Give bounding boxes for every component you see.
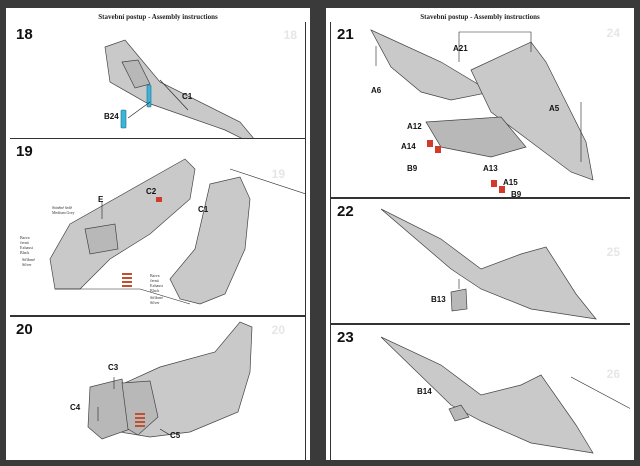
label-c3: C3 <box>108 363 119 372</box>
right-page: Stavební postup - Assembly instructions … <box>326 8 634 460</box>
paint-note: Stíněné šedé Medium Grey <box>52 205 75 215</box>
label-a15: A15 <box>503 178 518 187</box>
step-18-panel: 18 18 C1 B24 <box>10 22 306 140</box>
ghost-number: 18 <box>283 28 297 42</box>
label-c1: C1 <box>198 205 209 214</box>
ghost-number: 20 <box>271 323 285 337</box>
label-c1: C1 <box>182 92 193 101</box>
label-c5: C5 <box>170 431 181 440</box>
step-number: 19 <box>16 143 33 160</box>
page-header-left: Stavební postup - Assembly instructions <box>98 13 218 21</box>
label-b9: B9 <box>407 164 418 173</box>
fuselage-half-drawing <box>104 39 255 139</box>
paint-note: Stříbrné Silver <box>150 295 163 305</box>
paint-note: Barva černá Exhaust Black <box>150 273 163 293</box>
ghost-number: 24 <box>606 26 620 40</box>
label-c4: C4 <box>70 403 81 412</box>
label-a12: A12 <box>407 122 422 131</box>
step-number: 21 <box>337 26 354 43</box>
step-number: 23 <box>337 329 354 346</box>
label-b13: B13 <box>431 295 446 304</box>
step-23-panel: 23 26 B14 <box>330 324 630 460</box>
step-number: 22 <box>337 203 354 220</box>
step-20-panel: 20 20 C3 C4 C5 <box>10 316 306 460</box>
step-22-panel: 22 25 B13 <box>330 198 630 324</box>
label-b24: B24 <box>104 112 119 121</box>
step-19-panel: 19 19 C2 C1 E Stíněné šedé Medium Grey B… <box>10 138 306 316</box>
label-a21: A21 <box>453 44 468 53</box>
left-page: Stavební postup - Assembly instructions … <box>6 8 310 460</box>
label-b9: B9 <box>511 190 522 198</box>
ghost-number: 26 <box>606 367 620 381</box>
wing-underside-drawing <box>380 208 597 320</box>
fuselage-assembly-drawing <box>49 158 305 305</box>
label-c2: C2 <box>146 187 157 196</box>
paint-note: Barva černá Exhaust Black <box>20 235 33 255</box>
label-a6: A6 <box>371 86 382 95</box>
page-header-right: Stavební postup - Assembly instructions <box>420 13 540 21</box>
label-a13: A13 <box>483 164 498 173</box>
label-a5: A5 <box>549 104 560 113</box>
wing-final-drawing <box>380 336 630 454</box>
label-b14: B14 <box>417 387 432 396</box>
paint-note: Stříbrné Silver <box>22 257 35 267</box>
engine-cowling-drawing <box>87 321 253 440</box>
step-21-panel: 21 24 A21 A6 A5 A12 A14 B9 A13 A15 B9 <box>330 22 630 198</box>
wing-assembly-drawing <box>370 29 594 193</box>
label-a14: A14 <box>401 142 416 151</box>
ghost-number: 19 <box>271 167 285 181</box>
step-number: 18 <box>16 26 33 43</box>
ghost-number: 25 <box>606 245 620 259</box>
step-number: 20 <box>16 321 33 338</box>
label-e: E <box>98 195 104 204</box>
